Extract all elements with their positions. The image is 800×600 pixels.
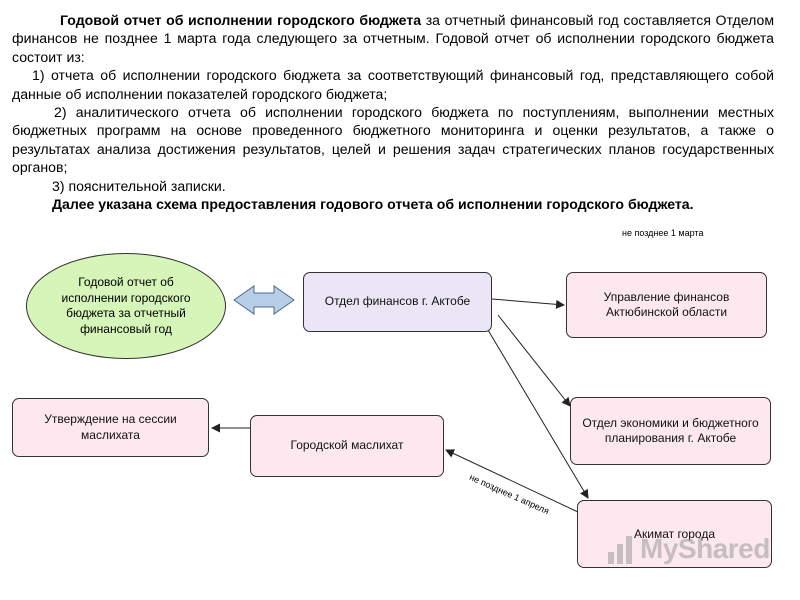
list-item-2: 2) аналитического отчета об исполнении г… (12, 104, 774, 176)
city-maslikhat-node: Городской маслихат (250, 415, 444, 477)
intro-paragraph: Годовой отчет об исполнении городского б… (12, 11, 774, 66)
chart-icon (608, 536, 632, 564)
annual-report-node: Годовой отчет об исполнении городского б… (26, 253, 226, 359)
scheme-lead: Далее указана схема предоставления годов… (52, 196, 694, 213)
economy-dept-node: Отдел экономики и бюджетного планировани… (570, 397, 771, 465)
list-item-1: 1) отчета об исполнении городского бюдже… (12, 67, 774, 102)
intro-text: за отчетный финансовый год составляется … (12, 12, 775, 65)
deadline-march-label: не позднее 1 марта (622, 228, 704, 238)
arrow-finance-to-economy (497, 314, 571, 407)
arrow-finance-to-akimat (487, 329, 589, 499)
session-approval-node: Утверждение на сессии маслихата (12, 398, 209, 457)
watermark-text: MyShared (640, 533, 770, 564)
regional-finance-node: Управление финансов Актюбинской области (566, 272, 767, 338)
list-item-3: 3) пояснительной записки. (52, 177, 226, 194)
arrow-akimat-to-maslikhat (445, 449, 579, 513)
arrow-finance-to-region (491, 298, 565, 309)
report-description: Годовой отчет об исполнении городского б… (12, 11, 774, 213)
watermark: MyShared (606, 532, 770, 566)
finance-dept-node: Отдел финансов г. Актобе (303, 272, 492, 332)
report-title: Годовой отчет об исполнении городского б… (60, 12, 422, 28)
double-arrow (233, 285, 295, 315)
